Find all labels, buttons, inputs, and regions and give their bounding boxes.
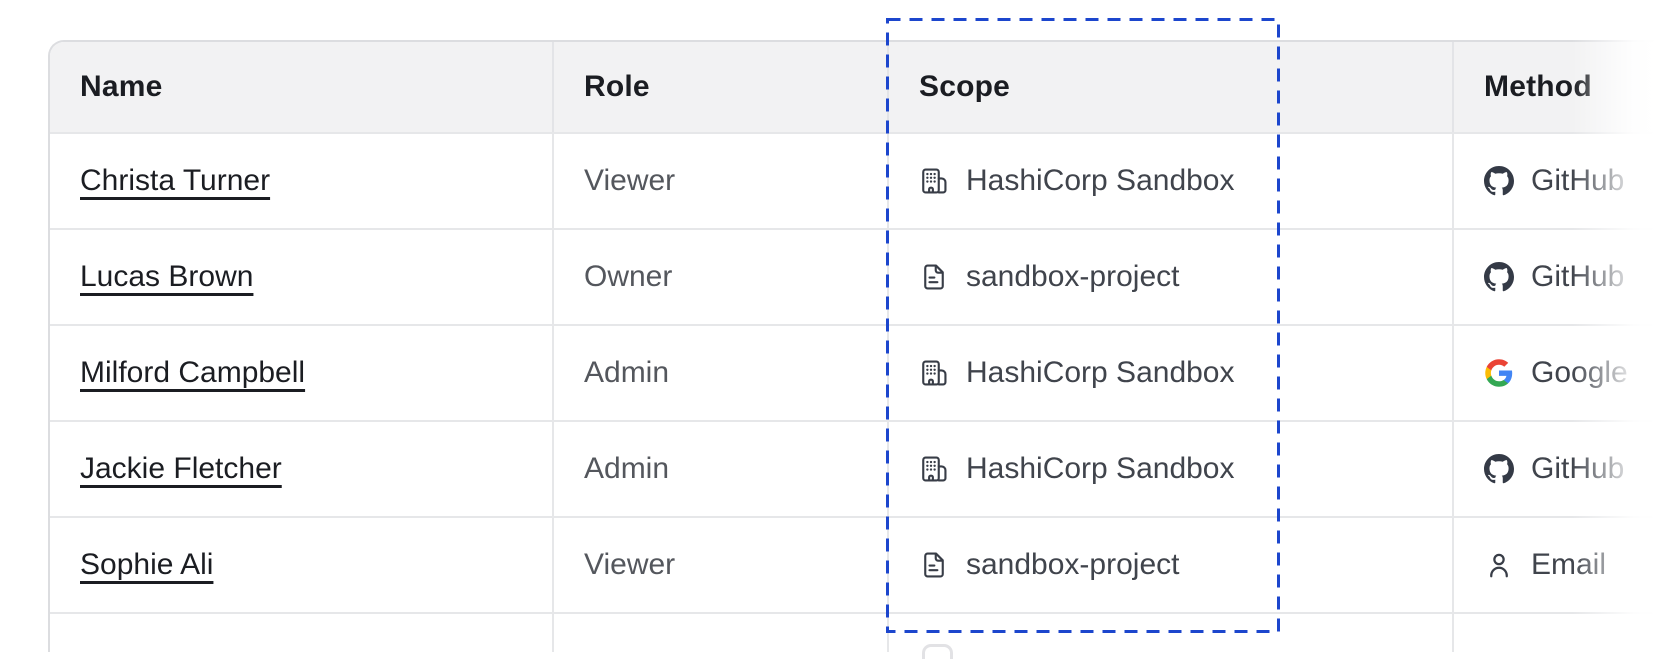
role-label: Viewer: [584, 548, 676, 581]
github-icon: [1484, 262, 1514, 292]
member-name-link[interactable]: Jackie Fletcher: [80, 452, 282, 485]
google-icon: [1484, 358, 1514, 388]
file-text-icon: [919, 550, 949, 580]
name-cell: Sophie Ali: [50, 516, 552, 612]
role-label: Admin: [584, 452, 670, 485]
scope-label: sandbox-project: [966, 260, 1180, 293]
method-label: Google: [1531, 356, 1628, 389]
scope-label: HashiCorp Sandbox: [966, 356, 1235, 389]
method-label: GitHub: [1531, 164, 1625, 197]
name-cell: [50, 612, 552, 652]
scope-cell: HashiCorp Sandbox: [887, 132, 1452, 228]
method-label: GitHub: [1531, 452, 1625, 485]
scope-label: sandbox-project: [966, 548, 1180, 581]
role-cell: Owner: [552, 228, 887, 324]
github-icon: [1484, 454, 1514, 484]
member-name-link[interactable]: Lucas Brown: [80, 260, 254, 293]
method-cell: GitHub: [1452, 228, 1672, 324]
column-header-method: Method: [1452, 42, 1672, 132]
org-building-icon: [919, 454, 949, 484]
method-label: GitHub: [1531, 260, 1625, 293]
column-header-name: Name: [50, 42, 552, 132]
column-header-scope: Scope: [887, 42, 1452, 132]
method-cell: GitHub: [1452, 420, 1672, 516]
scope-cell: sandbox-project: [887, 228, 1452, 324]
org-building-icon: [919, 166, 949, 196]
org-building-icon: [919, 358, 949, 388]
role-cell: Viewer: [552, 132, 887, 228]
role-label: Admin: [584, 356, 670, 389]
name-cell: Jackie Fletcher: [50, 420, 552, 516]
role-cell: [552, 612, 887, 652]
scope-label: HashiCorp Sandbox: [966, 452, 1235, 485]
method-cell: Google: [1452, 324, 1672, 420]
role-label: Viewer: [584, 164, 676, 197]
role-cell: Admin: [552, 324, 887, 420]
name-cell: Christa Turner: [50, 132, 552, 228]
member-name-link[interactable]: Milford Campbell: [80, 356, 306, 389]
column-header-role: Role: [552, 42, 887, 132]
scope-cell: [887, 612, 1452, 652]
scope-label: HashiCorp Sandbox: [966, 164, 1235, 197]
method-cell: GitHub: [1452, 132, 1672, 228]
member-name-link[interactable]: Christa Turner: [80, 164, 271, 197]
method-cell: Email: [1452, 516, 1672, 612]
scope-cell: HashiCorp Sandbox: [887, 420, 1452, 516]
name-cell: Lucas Brown: [50, 228, 552, 324]
role-cell: Admin: [552, 420, 887, 516]
method-cell: [1452, 612, 1672, 652]
scope-cell: sandbox-project: [887, 516, 1452, 612]
file-text-icon: [919, 262, 949, 292]
role-cell: Viewer: [552, 516, 887, 612]
role-label: Owner: [584, 260, 673, 293]
scope-cell: HashiCorp Sandbox: [887, 324, 1452, 420]
method-label: Email: [1531, 548, 1607, 581]
person-icon: [1484, 550, 1514, 580]
github-icon: [1484, 166, 1514, 196]
member-name-link[interactable]: Sophie Ali: [80, 548, 214, 581]
name-cell: Milford Campbell: [50, 324, 552, 420]
